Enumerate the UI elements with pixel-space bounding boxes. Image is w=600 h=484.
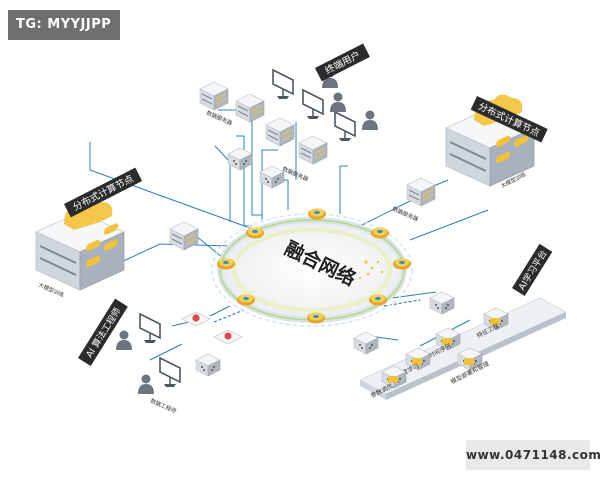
- switch-icon: [227, 147, 253, 171]
- switch-icon: [429, 291, 455, 315]
- monitor-icon: [334, 111, 356, 142]
- ai-engineer-cluster: [116, 311, 243, 394]
- hub-node-icon: [217, 258, 235, 270]
- monitor-icon: [139, 313, 161, 344]
- hub-node-icon: [369, 294, 387, 306]
- distributed-node-left: [35, 197, 199, 291]
- hub-node-icon: [237, 294, 255, 306]
- tag-ai-platform: AI学习平台: [512, 243, 553, 296]
- hub-node-icon: [246, 227, 264, 239]
- server-icon: [169, 221, 199, 251]
- switch-icon: [353, 331, 379, 355]
- label-data-engineer: 数据工程师: [149, 397, 178, 416]
- server-icon: [406, 177, 436, 207]
- switch-icon: [259, 165, 285, 189]
- monitor-icon: [272, 69, 294, 100]
- watermark-top-left: TG: MYYJJPP: [8, 10, 120, 40]
- server-icon: [298, 135, 328, 165]
- server-icon: [265, 117, 295, 147]
- server-icon: [199, 81, 229, 111]
- hub-node-icon: [393, 258, 411, 270]
- tag-ai-engineer-label: AI 算法工程师: [83, 305, 123, 359]
- user-icon: [362, 110, 378, 130]
- label-data-server-right: 数据服务器: [391, 205, 420, 224]
- hub-node-icon: [307, 312, 325, 324]
- fusion-network-ring: [211, 213, 413, 327]
- hub-node-icon: [308, 208, 326, 220]
- engineer-icon: [138, 374, 154, 394]
- hub-node-icon: [371, 227, 389, 239]
- lock-icon: [181, 311, 211, 327]
- engineer-icon: [116, 330, 132, 350]
- user-icon: [330, 92, 346, 112]
- tag-ai-engineer: AI 算法工程师: [78, 298, 128, 366]
- lock-icon: [213, 329, 243, 345]
- server-icon: [235, 93, 265, 123]
- watermark-bottom-right: www.0471148.com: [466, 440, 600, 470]
- monitor-icon: [159, 357, 181, 388]
- label-data-server-top: 数据服务器: [205, 109, 234, 128]
- switch-icon: [195, 353, 221, 377]
- tag-terminal-users: 终端用户: [315, 43, 370, 82]
- gold-particles: [358, 260, 384, 280]
- monitor-icon: [302, 89, 324, 120]
- label-big-model-left: 大模型训练: [37, 281, 66, 300]
- distributed-node-right: [406, 93, 535, 207]
- tag-ai-platform-label: AI学习平台: [516, 248, 550, 292]
